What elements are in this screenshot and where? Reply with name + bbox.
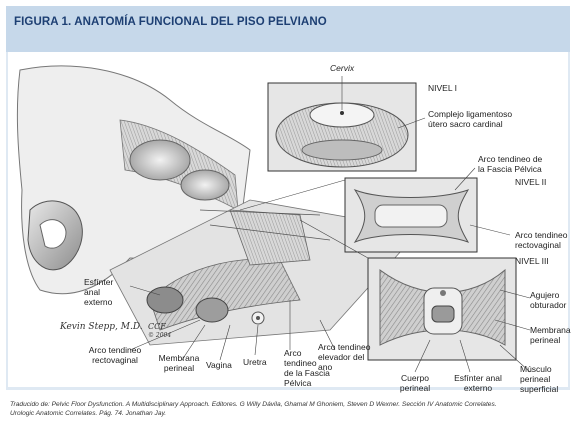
- signature-year: © 2004: [148, 332, 171, 339]
- label-vagina: Vagina: [206, 360, 232, 370]
- inset-nivel-iii: [368, 258, 516, 360]
- signature-mark: CCF: [148, 322, 166, 331]
- figure-caption: Traducido de: Pelvic Floor Dysfunction. …: [10, 400, 570, 418]
- label-uretra: Uretra: [243, 357, 267, 367]
- inset-nivel-ii: [345, 178, 477, 252]
- label-membrana-perineal-right: Membrana perineal: [530, 325, 571, 345]
- label-musculo-perineal-superficial: Músculo perineal superficial: [520, 364, 558, 394]
- label-esfinter-anal-externo-bottom: Esfínter anal externo: [448, 373, 508, 393]
- label-agujero-obturador: Agujero obturador: [530, 290, 566, 310]
- label-nivel-iii: NIVEL III: [515, 256, 549, 266]
- label-nivel-i: NIVEL I: [428, 83, 457, 93]
- label-membrana-perineal-bottom: Membrana perineal: [155, 353, 203, 373]
- label-arco-rectovaginal-left: Arco tendineo rectovaginal: [80, 345, 150, 365]
- label-nivel-ii: NIVEL II: [515, 177, 546, 187]
- signature-artist: Kevin Stepp, M.D.: [60, 322, 143, 332]
- label-cuerpo-perineal: Cuerpo perineal: [395, 373, 435, 393]
- label-arco-tendineo-elevador: Arco tendineo elevador del ano: [318, 342, 370, 372]
- label-esfinter-anal-externo-left: Esfínter anal externo: [84, 277, 113, 307]
- caption-line-1: Traducido de: Pelvic Floor Dysfunction. …: [10, 400, 570, 409]
- caption-line-2: Urologic Anatomic Correlates. Pág. 74. J…: [10, 409, 570, 418]
- label-cervix: Cervix: [330, 63, 354, 73]
- label-arco-fascia-pelvica: Arco tendineo de la Fascia Pélvica: [478, 154, 542, 174]
- label-complejo-ligamentoso: Complejo ligamentoso útero sacro cardina…: [428, 109, 512, 129]
- label-arco-rectovaginal-right: Arco tendineo rectovaginal: [515, 230, 567, 250]
